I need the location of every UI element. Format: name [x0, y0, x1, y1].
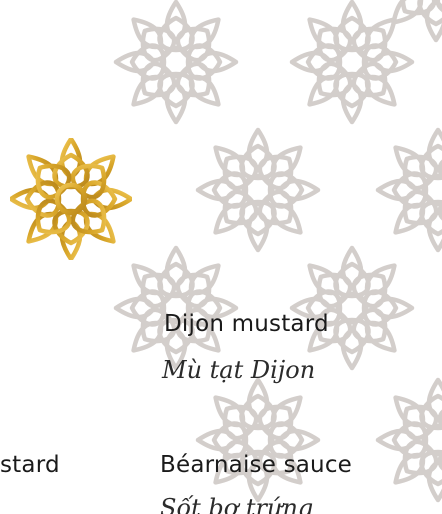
- menu-item-dijon-mustard-translation: Mù tạt Dijon: [162, 356, 316, 384]
- menu-item-partial-mustard-name: stard: [0, 452, 60, 478]
- gold-lotus-mandala-icon: [10, 138, 132, 260]
- menu-item-dijon-mustard-name: Dijon mustard: [164, 311, 329, 337]
- menu-item-bearnaise-sauce-translation: Sốt bơ trứng: [160, 494, 314, 514]
- menu-item-bearnaise-sauce-name: Béarnaise sauce: [160, 452, 353, 478]
